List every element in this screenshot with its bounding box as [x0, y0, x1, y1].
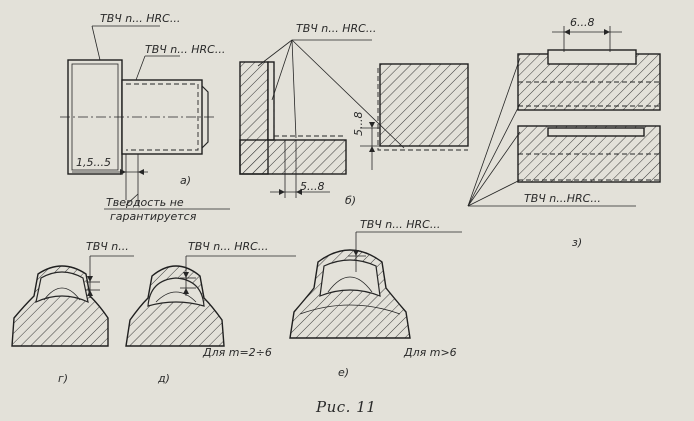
sublabel-z: з): [572, 236, 582, 249]
label-e-note: Для m>6: [403, 346, 457, 359]
label-e-top: ТВЧ n... HRC...: [360, 218, 440, 231]
upper-slot: [547, 49, 637, 65]
figure-caption: Рис. 11: [315, 398, 376, 416]
sublabel-d: д): [157, 372, 170, 385]
label-a-note-line2: гарантируется: [110, 210, 197, 223]
sublabel-a: a): [180, 174, 191, 187]
view-g: [11, 255, 134, 347]
horizontal-part: [239, 139, 347, 175]
label-b-dim-vertical: 5...8: [352, 112, 365, 137]
label-a-top: ТВЧ n... HRC...: [100, 12, 180, 25]
label-g-top: ТВЧ n...: [86, 240, 129, 253]
label-b-dim-horizontal: 5...8: [300, 180, 325, 193]
label-z-bottom: ТВЧ n...HRC...: [524, 192, 601, 205]
label-d-note: Для m=2÷6: [202, 346, 272, 359]
label-z-dim: 6...8: [570, 16, 595, 29]
lower-slot: [547, 127, 645, 137]
view-b: [239, 39, 469, 198]
view-z: [467, 26, 661, 207]
collar: [67, 59, 123, 175]
label-a-note-line1: Твердость не: [106, 196, 184, 209]
view-e: [289, 231, 462, 339]
gear-tooth-d: [125, 265, 225, 347]
view-d: [125, 255, 296, 347]
label-a-mid: ТВЧ n... HRC...: [145, 43, 225, 56]
gear-tooth-e: [289, 249, 411, 339]
sublabel-e: е): [338, 366, 349, 379]
label-b-top: ТВЧ n... HRC...: [296, 22, 376, 35]
right-block: [379, 63, 469, 147]
sublabel-b: б): [345, 194, 356, 207]
view-a: [60, 25, 214, 206]
sublabel-g: г): [58, 372, 68, 385]
label-d-top: ТВЧ n... HRC...: [188, 240, 268, 253]
label-a-dim: 1,5...5: [76, 156, 111, 169]
